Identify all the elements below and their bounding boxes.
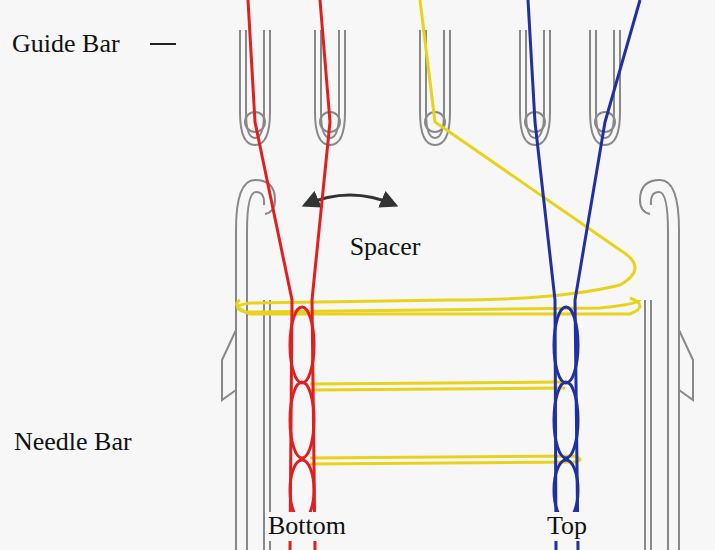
latch-needles <box>222 180 693 550</box>
part-label: Needle Bar <box>14 428 132 457</box>
part-label: Guide Bar <box>12 30 120 59</box>
leader-line <box>150 43 176 45</box>
part-label: Spacer <box>347 233 424 262</box>
bottom-yarns <box>248 0 330 550</box>
top-yarns <box>528 0 640 550</box>
swing-arrow <box>305 195 395 205</box>
part-label: Bottom <box>265 512 349 541</box>
part-label: Top <box>544 512 590 541</box>
spacer-yarn <box>237 0 640 464</box>
